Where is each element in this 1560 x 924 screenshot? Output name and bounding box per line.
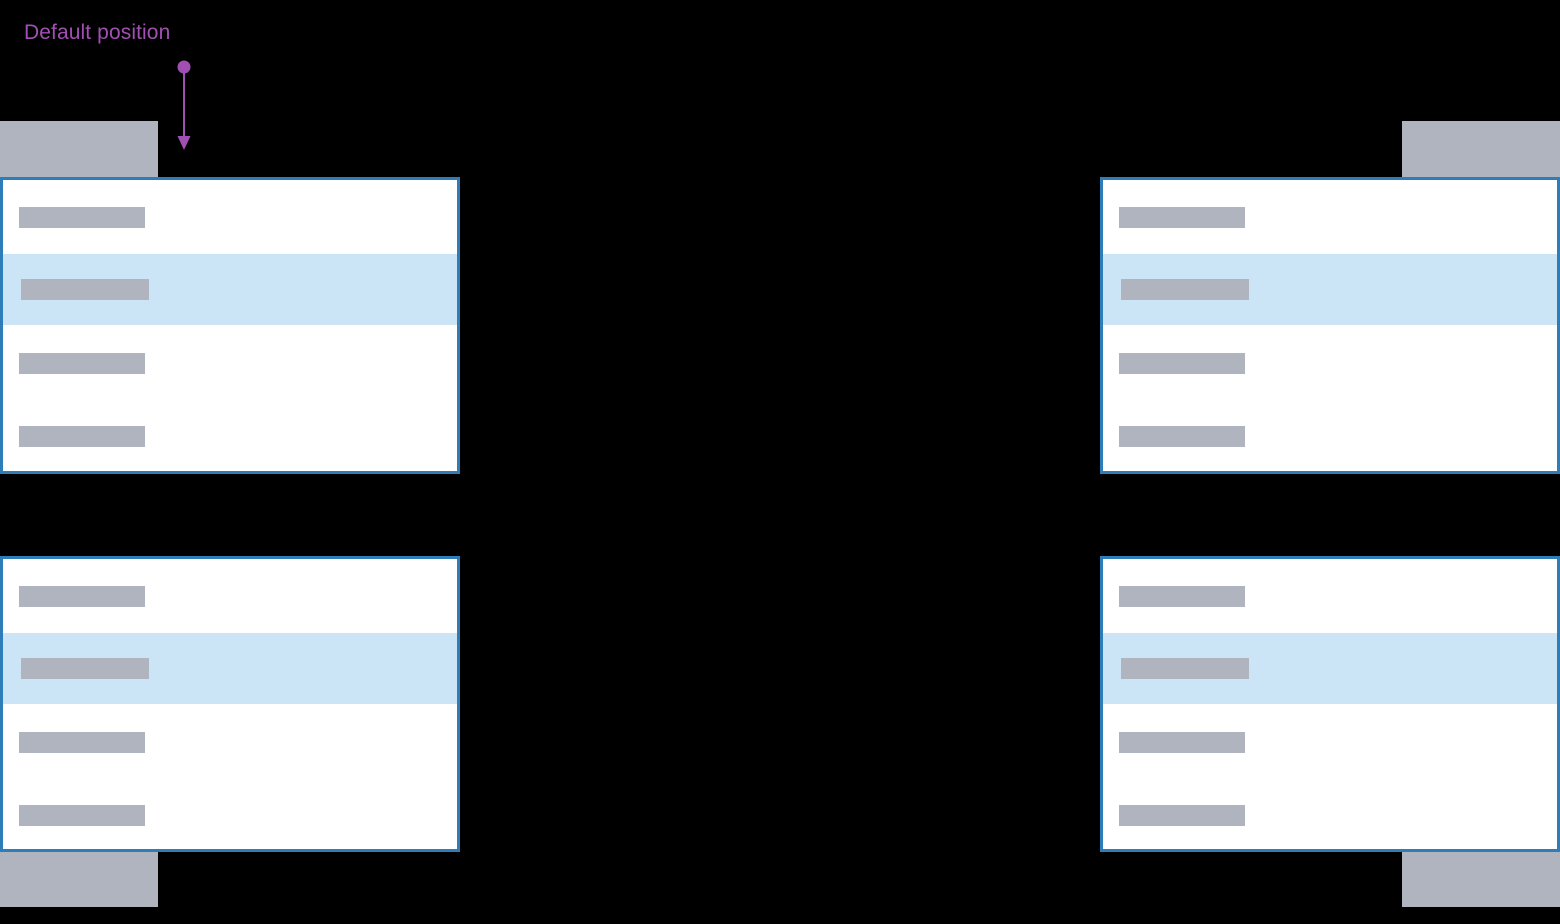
row-placeholder-bar <box>1119 206 1245 228</box>
list-item-selected[interactable] <box>1103 633 1557 704</box>
row-placeholder-bar <box>19 425 145 447</box>
bottom-left-panel[interactable] <box>0 556 460 852</box>
row-placeholder-bar <box>19 352 145 374</box>
list-item-selected[interactable] <box>1103 254 1557 325</box>
list-item[interactable] <box>1103 401 1557 471</box>
list-item[interactable] <box>3 401 457 471</box>
row-placeholder-bar <box>19 585 145 607</box>
row-placeholder-bar <box>1119 731 1245 753</box>
list-item[interactable] <box>1103 780 1557 849</box>
list-item[interactable] <box>3 704 457 780</box>
list-item[interactable] <box>3 780 457 849</box>
row-placeholder-bar <box>21 279 149 300</box>
top-left-panel[interactable] <box>0 177 460 474</box>
list-item[interactable] <box>1103 559 1557 633</box>
row-placeholder-bar <box>19 804 145 826</box>
row-placeholder-bar <box>1119 804 1245 826</box>
list-item[interactable] <box>3 180 457 254</box>
row-placeholder-bar <box>19 206 145 228</box>
top-right-panel[interactable] <box>1100 177 1560 474</box>
row-placeholder-bar <box>19 731 145 753</box>
list-item-selected[interactable] <box>3 254 457 325</box>
bottom-right-tab[interactable] <box>1402 851 1560 907</box>
list-item[interactable] <box>3 325 457 401</box>
row-placeholder-bar <box>21 658 149 679</box>
bottom-right-panel[interactable] <box>1100 556 1560 852</box>
down-arrow-icon <box>177 60 191 150</box>
top-right-tab[interactable] <box>1402 121 1560 177</box>
list-item[interactable] <box>1103 704 1557 780</box>
row-placeholder-bar <box>1119 425 1245 447</box>
row-placeholder-bar <box>1121 658 1249 679</box>
row-placeholder-bar <box>1119 585 1245 607</box>
row-placeholder-bar <box>1121 279 1249 300</box>
default-position-label: Default position <box>24 21 171 44</box>
list-item[interactable] <box>1103 325 1557 401</box>
bottom-left-tab[interactable] <box>0 851 158 907</box>
top-left-tab[interactable] <box>0 121 158 177</box>
list-item[interactable] <box>1103 180 1557 254</box>
row-placeholder-bar <box>1119 352 1245 374</box>
list-item[interactable] <box>3 559 457 633</box>
list-item-selected[interactable] <box>3 633 457 704</box>
